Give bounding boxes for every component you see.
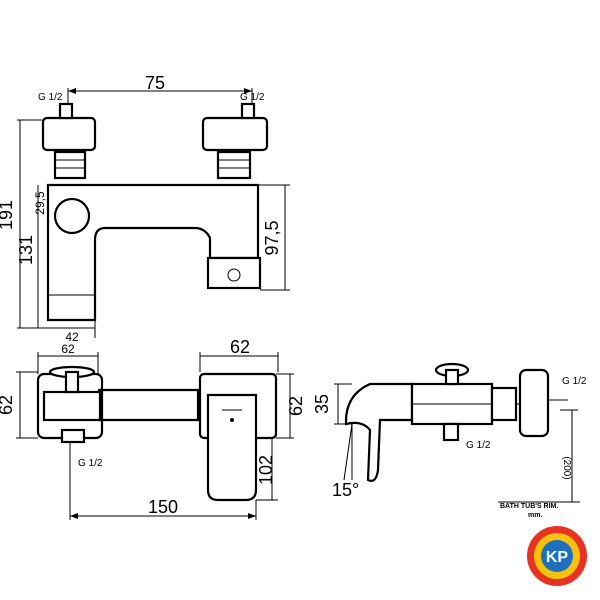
front-thread-left: G 1/2 [38, 92, 63, 103]
top-depth-left: 62 [0, 395, 16, 415]
side-rim-height: (200) [561, 456, 572, 479]
left-valve [42, 390, 102, 422]
side-thread-bottom: G 1/2 [466, 440, 491, 451]
front-thread-right: G 1/2 [240, 92, 265, 103]
spout-outlet [206, 256, 262, 290]
side-rim-unit: mm. [528, 512, 542, 519]
side-view: 35 15° G 1/2 G 1/2 (200) BATH TUB'S RIM.… [312, 362, 587, 519]
side-spout [344, 382, 414, 482]
top-length-total: 150 [148, 497, 178, 517]
front-view: 75 G 1/2 G 1/2 191 131 29,5 [0, 73, 290, 344]
side-height: 35 [312, 394, 332, 414]
logo-text: KP [546, 549, 569, 566]
right-inlet-connector [201, 116, 269, 152]
front-height-total: 191 [0, 200, 16, 230]
spout-top [206, 393, 258, 502]
body-arm [98, 388, 200, 422]
front-height-spout: 97,5 [262, 220, 282, 255]
right-nut [216, 150, 252, 180]
diverter-knob [53, 197, 91, 235]
top-width-left: 62 [61, 342, 75, 356]
right-inlet-pipe [240, 102, 256, 120]
top-depth-right: 62 [286, 396, 306, 416]
left-inlet-pipe [58, 102, 74, 120]
side-angle: 15° [332, 480, 359, 500]
front-height-body: 131 [16, 235, 36, 265]
side-connector [518, 368, 550, 438]
left-nut [53, 150, 87, 180]
top-width-right: 62 [230, 337, 250, 357]
front-height-inlet: 29,5 [33, 191, 47, 215]
top-view: 62 62 62 62 102 G 1/2 [0, 337, 306, 520]
left-inlet-connector [41, 116, 97, 152]
side-thread-top: G 1/2 [562, 376, 587, 387]
mixer-body [46, 183, 260, 322]
front-width-top: 75 [145, 73, 165, 93]
top-thread: G 1/2 [78, 458, 103, 469]
front-width-bottom: 42 [65, 330, 79, 344]
side-rim-label: BATH TUB'S RIM. [500, 503, 558, 510]
kp-logo: KP [527, 526, 587, 586]
top-spout-length: 102 [256, 455, 276, 485]
